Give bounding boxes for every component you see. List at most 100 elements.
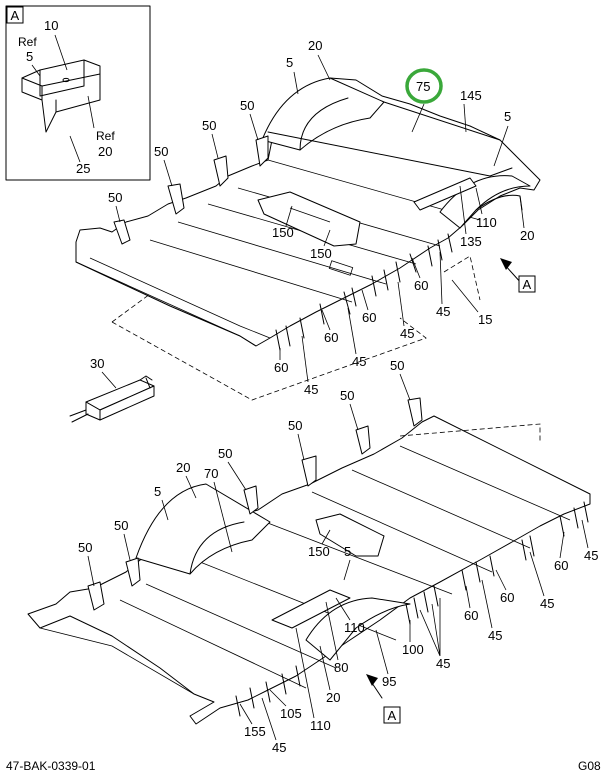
leader-u145 bbox=[463, 103, 467, 133]
upper-label-45-c: 45 bbox=[352, 354, 366, 369]
lower-label-50-d: 50 bbox=[288, 418, 302, 433]
upper-front-edge bbox=[75, 261, 257, 347]
leader-u60a bbox=[411, 257, 421, 279]
upper-clip-50-c bbox=[213, 155, 229, 187]
lower-wheel-arch bbox=[305, 597, 411, 661]
upper-label-15: 15 bbox=[478, 312, 492, 327]
leader-l95 bbox=[375, 629, 389, 675]
leader-l20b bbox=[319, 645, 331, 691]
drawing-id: 47-BAK-0339-01 bbox=[6, 759, 96, 773]
lower-clip-50-b bbox=[125, 557, 141, 587]
upper-seam-1 bbox=[149, 239, 353, 303]
leader-l45d bbox=[581, 519, 589, 549]
upper-label-50-a: 50 bbox=[108, 190, 122, 205]
leader-l105 bbox=[269, 689, 287, 707]
detail-ref-label-b: Ref bbox=[96, 129, 115, 143]
part-30-module: 30 bbox=[69, 356, 155, 423]
detail-ref-label-a: Ref bbox=[18, 35, 37, 49]
leader-l5b bbox=[343, 559, 351, 581]
lower-label-20: 20 bbox=[176, 460, 190, 475]
lower-front-lip bbox=[39, 627, 195, 695]
upper-label-110: 110 bbox=[476, 215, 497, 230]
leader-u50c bbox=[211, 133, 219, 159]
leader-u20b bbox=[519, 195, 525, 229]
leader-u60c bbox=[321, 309, 331, 331]
upper-view-arrow bbox=[500, 258, 512, 270]
leader-u150a bbox=[285, 205, 293, 227]
upper-label-60-d: 60 bbox=[274, 360, 288, 375]
lower-label-110-a: 110 bbox=[344, 620, 365, 635]
lower-clip-50-e bbox=[355, 425, 371, 455]
leader-l60a bbox=[465, 585, 471, 609]
upper-top-strip bbox=[267, 131, 513, 177]
upper-view-tag: A bbox=[523, 277, 532, 292]
lower-label-5b: 5 bbox=[344, 544, 351, 559]
lower-clips-rear bbox=[461, 535, 535, 591]
lower-view-tag-box bbox=[383, 706, 401, 724]
leader-u15 bbox=[451, 279, 479, 313]
lower-label-50-a: 50 bbox=[78, 540, 92, 555]
leader-l50c bbox=[227, 461, 247, 491]
upper-label-60-a: 60 bbox=[414, 278, 428, 293]
leader-u5b bbox=[493, 125, 509, 167]
lower-label-5a: 5 bbox=[154, 484, 161, 499]
leader-l60c bbox=[559, 531, 565, 559]
lower-bracket-80 bbox=[271, 589, 351, 629]
upper-cutout-slot bbox=[289, 207, 331, 223]
detail-view-tag: A bbox=[11, 8, 20, 23]
upper-bracket-135 bbox=[413, 177, 477, 211]
upper-label-145: 145 bbox=[460, 88, 482, 103]
lower-label-110-b: 110 bbox=[310, 718, 331, 733]
upper-arch-inner bbox=[475, 194, 523, 211]
leader-u150b bbox=[323, 229, 331, 247]
lower-label-95: 95 bbox=[382, 674, 396, 689]
label-30: 30 bbox=[90, 356, 104, 371]
upper-top-strip-rear bbox=[383, 101, 501, 141]
leader-l20 bbox=[185, 475, 197, 499]
upper-label-50-b: 50 bbox=[154, 144, 168, 159]
upper-label-45-b: 45 bbox=[400, 326, 414, 341]
lower-label-70: 70 bbox=[204, 466, 218, 481]
upper-label-150-b: 150 bbox=[310, 246, 332, 261]
lower-label-50-e: 50 bbox=[340, 388, 354, 403]
upper-view-tag-box bbox=[518, 275, 536, 293]
leader-u5a bbox=[293, 71, 299, 95]
lower-hump-curve bbox=[189, 521, 245, 575]
lower-clip-50-c bbox=[243, 485, 259, 515]
leader-l50b bbox=[123, 533, 131, 561]
detail-view-tag-box bbox=[6, 6, 24, 24]
leader-25 bbox=[69, 135, 81, 163]
upper-clips-rear bbox=[371, 253, 417, 297]
lower-seam-6 bbox=[351, 469, 531, 549]
upper-label-5b: 5 bbox=[504, 109, 511, 124]
upper-label-5a: 5 bbox=[286, 55, 293, 70]
lower-dashed-outline bbox=[399, 423, 541, 442]
upper-wheel-hump bbox=[261, 77, 385, 151]
lower-seam-3 bbox=[189, 557, 397, 641]
lower-clips-front bbox=[235, 665, 301, 717]
leader-ref-5 bbox=[31, 64, 41, 77]
upper-dashed-left bbox=[111, 293, 151, 323]
lower-label-45-c: 45 bbox=[540, 596, 554, 611]
leader-l45b bbox=[481, 579, 493, 629]
highlight-circle-75 bbox=[405, 68, 443, 104]
upper-floor-assembly: 20 5 75 145 5 50 50 50 50 150 150 110 13… bbox=[75, 38, 541, 401]
detail-label-25: 25 bbox=[76, 161, 90, 176]
leader-u45c bbox=[347, 307, 357, 355]
upper-clip-50-a bbox=[113, 219, 131, 245]
lower-wheel-hump bbox=[135, 483, 271, 575]
leader-u75 bbox=[411, 103, 425, 133]
upper-label-135: 135 bbox=[460, 234, 482, 249]
lower-clips-back bbox=[559, 501, 589, 537]
leader-l45c bbox=[529, 551, 545, 597]
detail-view-a: A 10 Ref 5 Ref 20 25 bbox=[5, 5, 151, 181]
leader-u60b bbox=[361, 289, 369, 311]
leader-l110b bbox=[295, 627, 315, 719]
leader-l50e bbox=[349, 403, 359, 431]
upper-small-cutout bbox=[328, 260, 354, 276]
upper-label-50-c: 50 bbox=[202, 118, 216, 133]
upper-label-50-d: 50 bbox=[240, 98, 254, 113]
lower-label-45-e: 45 bbox=[272, 740, 286, 755]
module-side bbox=[99, 385, 155, 421]
